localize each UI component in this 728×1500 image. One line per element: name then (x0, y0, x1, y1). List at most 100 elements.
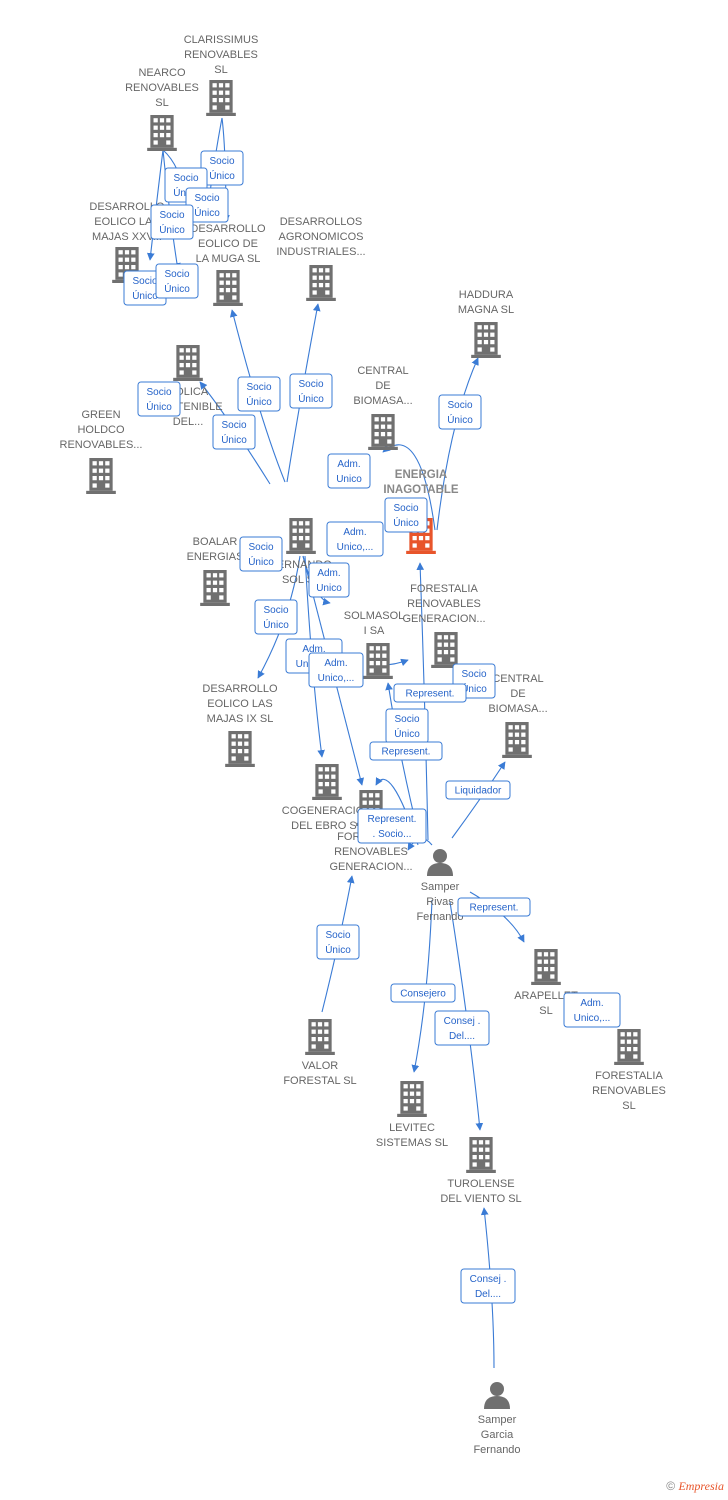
relation-text: Adm. (337, 459, 360, 470)
node-label: DEL EBRO SL (291, 820, 363, 832)
relation-text: Represent. (406, 689, 455, 700)
building-icon (531, 949, 561, 985)
relation-box (390, 983, 456, 1003)
relation-text: Socio (298, 379, 323, 390)
node-label: GENERACION... (402, 613, 485, 625)
relation-label[interactable]: Liquidador (445, 780, 511, 800)
relation-label[interactable]: Adm.Unico,... (563, 992, 621, 1028)
relation-box (393, 683, 467, 703)
relation-text: Único (447, 413, 473, 426)
relation-label[interactable]: Consej .Del.... (460, 1268, 516, 1304)
relation-label[interactable]: Represent. (369, 741, 443, 761)
node-green-holdco[interactable]: GREEN HOLDCO RENOVABLES... (60, 409, 143, 494)
relation-text: Consej . (444, 1016, 481, 1027)
node-label: CENTRAL (492, 673, 543, 685)
node-label: Fernando (416, 911, 463, 923)
footer-brand[interactable]: © Empresia (666, 1479, 724, 1494)
building-icon (368, 414, 398, 450)
node-central1[interactable]: CENTRALDEBIOMASA... (353, 365, 413, 450)
relation-label[interactable]: Represent.. Socio... (357, 808, 427, 844)
relation-box (384, 497, 428, 533)
person-icon (427, 849, 453, 876)
building-icon (173, 345, 203, 381)
relation-label[interactable]: Adm.Unico,... (308, 652, 364, 688)
node-label: SL (214, 64, 227, 76)
node-label: I SA (364, 625, 385, 637)
relation-label[interactable]: Consej . Del.... (434, 1010, 490, 1046)
node-label: HOLDCO (77, 424, 125, 436)
node-label: MAJAS IX SL (207, 713, 274, 725)
relation-box (326, 521, 384, 557)
relation-box (438, 394, 482, 430)
relation-text: Único (221, 433, 247, 446)
relation-box (327, 453, 371, 489)
node-label: RENOVABLES... (60, 439, 143, 451)
relation-text: Único (325, 943, 351, 956)
relation-box (289, 373, 333, 409)
relation-box (308, 652, 364, 688)
node-label: EOLICO LAS (207, 698, 272, 710)
relation-label[interactable]: Adm.Unico,... (326, 521, 384, 557)
relation-text: Único (461, 682, 487, 695)
relation-text: Del.... (449, 1031, 475, 1042)
building-icon (206, 80, 236, 116)
relation-text: Único (246, 395, 272, 408)
node-label: ARAPELLET (514, 990, 578, 1002)
node-label: GREEN (81, 409, 120, 421)
relation-label[interactable]: Adm.Unico (327, 453, 371, 489)
node-label: LEVITEC (389, 1122, 435, 1134)
node-label: RENOVABLES (334, 846, 408, 858)
relation-text: Unico,... (337, 542, 374, 553)
node-label: RENOVABLES (184, 49, 258, 61)
node-label: Samper (421, 881, 460, 893)
relation-label[interactable]: Represent. (393, 683, 467, 703)
node-label: ENERGIA (395, 469, 447, 481)
node-label: ENERGIAS (187, 551, 244, 563)
node-label: FORESTAL SL (283, 1075, 356, 1087)
node-label: DE (510, 688, 525, 700)
relation-text: Socio (248, 542, 273, 553)
relation-text: Consejero (400, 989, 446, 1000)
relation-label[interactable]: Consejero (390, 983, 456, 1003)
relation-label[interactable]: Represent. (457, 897, 531, 917)
relation-text: Socio (461, 669, 486, 680)
relation-label[interactable]: Adm.Unico (308, 562, 350, 598)
node-label: RENOVABLES (407, 598, 481, 610)
node-forestalia-gen1[interactable]: FORESTALIARENOVABLESGENERACION... (402, 583, 486, 668)
brand-name: Empresia (678, 1479, 724, 1493)
node-desarrollos-agro[interactable]: DESARROLLOSAGRONOMICOSINDUSTRIALES... (276, 216, 366, 301)
relation-edge (451, 761, 506, 839)
node-central2[interactable]: CENTRALDEBIOMASA... (488, 673, 548, 758)
building-icon (225, 731, 255, 767)
